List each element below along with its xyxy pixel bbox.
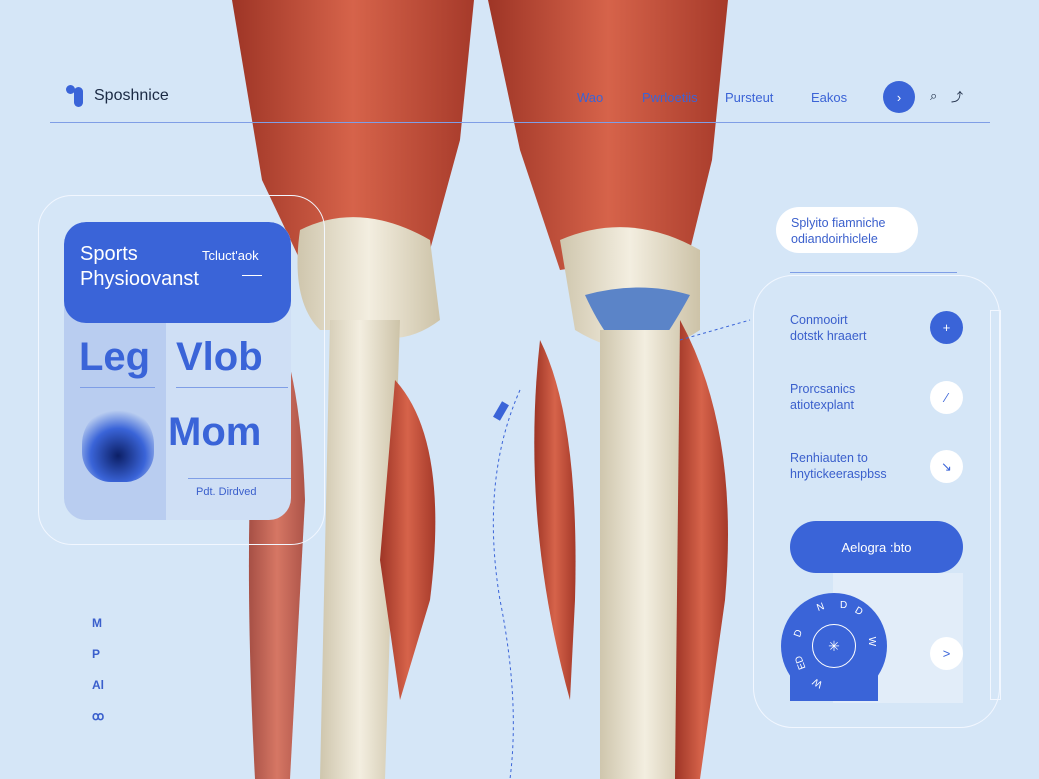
pill-text: odiandoirhiclele	[791, 232, 878, 246]
dial-label: W	[866, 636, 878, 647]
share-icon[interactable]: ⤴	[951, 90, 964, 104]
info-pill: Splyito fiamniche odiandoirhiclele	[776, 207, 918, 253]
nav-item[interactable]: Pwrloetiis	[642, 90, 698, 105]
nav-item[interactable]: Eakos	[811, 90, 848, 105]
list-item[interactable]: Conmooirt dotstk hraaert	[790, 312, 866, 344]
marker	[493, 401, 509, 421]
side-letter[interactable]: M	[92, 616, 102, 630]
card-tag: Tcluct'aok	[202, 248, 259, 263]
divider	[188, 478, 291, 479]
card-caption: Pdt. Dirdved	[196, 486, 257, 498]
scrollbar[interactable]	[990, 310, 1001, 700]
card-header: Sports Physioovanst Tcluct'aok	[64, 222, 291, 323]
info-card: Sports Physioovanst Tcluct'aok Leg Vlob …	[64, 222, 291, 520]
plus-icon: +	[942, 320, 951, 335]
right-thigh-muscle	[488, 0, 728, 270]
big-label: Mom	[168, 410, 262, 454]
right-outer-muscle	[675, 320, 728, 779]
search-icon[interactable]: ⌕	[930, 88, 938, 103]
side-letter[interactable]: ꝏ	[92, 709, 105, 723]
joint-icon	[82, 407, 154, 482]
left-card-frame	[38, 195, 325, 545]
item-title: Conmooirt	[790, 313, 848, 327]
brand-logo[interactable]: Sposhnice	[66, 85, 169, 107]
header-divider	[50, 122, 990, 123]
item-title: Renhiauten to	[790, 451, 868, 465]
brand-name: Sposhnice	[94, 87, 169, 104]
side-letter[interactable]: Al	[92, 678, 104, 692]
list-item[interactable]: Prorcsanics atiotexplant	[790, 381, 855, 413]
card-title: Physioovanst	[80, 268, 199, 290]
next-arrow-button[interactable]: >	[930, 637, 963, 670]
dial-label: D	[840, 600, 848, 611]
edit-button[interactable]: ⁄	[930, 381, 963, 414]
left-knee-bone	[297, 217, 440, 338]
item-subtitle: dotstk hraaert	[790, 329, 867, 343]
chevron-right-icon: >	[942, 646, 951, 661]
dial[interactable]: ✳	[781, 593, 887, 699]
right-panel-frame	[753, 275, 1000, 728]
chevron-right-icon: ›	[896, 89, 902, 105]
divider	[176, 387, 288, 388]
left-shin-bone	[320, 320, 400, 779]
card-title: Sports	[80, 243, 138, 265]
tag-divider	[242, 275, 262, 276]
logo-icon	[66, 85, 86, 107]
divider	[80, 387, 155, 388]
big-label: Leg	[79, 335, 151, 379]
item-subtitle: hnytickeeraspbss	[790, 467, 887, 481]
side-index: M P Al ꝏ	[92, 608, 104, 732]
item-title: Prorcsanics	[790, 382, 856, 396]
big-label: Vlob	[176, 335, 263, 379]
divider	[790, 272, 957, 273]
right-patella	[585, 287, 690, 365]
left-calf-muscle	[380, 380, 436, 700]
add-button[interactable]: +	[930, 311, 963, 344]
dashed-guide	[492, 389, 521, 779]
arrow-button[interactable]: ↘	[930, 450, 963, 483]
arrow-icon: ↘	[941, 458, 952, 474]
dial-center-icon: ✳	[812, 624, 856, 668]
item-subtitle: atiotexplant	[790, 398, 854, 412]
side-letter[interactable]: P	[92, 647, 101, 661]
right-calf-muscle	[534, 340, 576, 700]
nav-item[interactable]: Pursteut	[725, 90, 774, 105]
next-button[interactable]: ›	[883, 81, 915, 113]
cta-button[interactable]: Aelogra :bto	[790, 521, 963, 573]
slash-icon: ⁄	[945, 390, 948, 405]
list-item[interactable]: Renhiauten to hnytickeeraspbss	[790, 450, 887, 482]
nav-item[interactable]: Wao	[577, 90, 604, 105]
right-shin-bone	[600, 330, 690, 779]
dashed-guide-2	[679, 319, 751, 341]
pill-text: Splyito fiamniche	[791, 216, 886, 230]
